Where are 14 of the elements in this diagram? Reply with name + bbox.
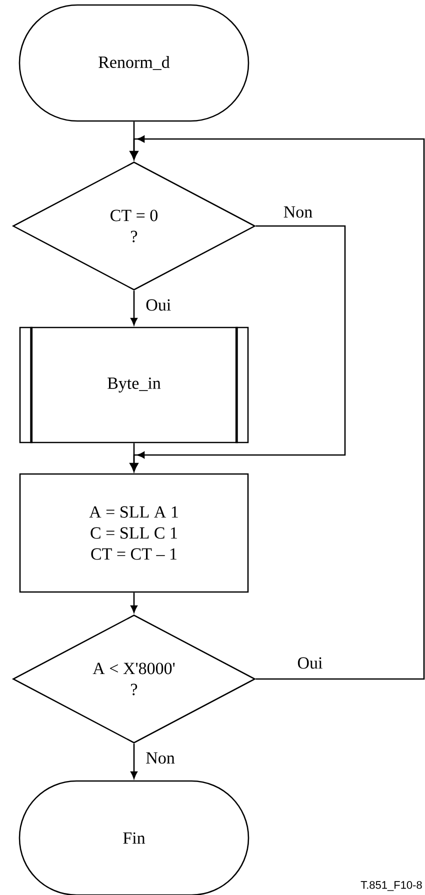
arrow (130, 592, 138, 613)
arrow (130, 744, 138, 779)
process-box: A = SLL A 1 C = SLL C 1 CT = CT – 1 (19, 473, 249, 593)
edge-label: Non (144, 751, 176, 765)
arrow (130, 136, 425, 680)
arrow (130, 290, 138, 326)
arrow (130, 443, 138, 472)
subroutine-box: Byte_in (19, 326, 249, 444)
arrow (130, 225, 346, 472)
edge-label: Oui (296, 656, 324, 670)
edge-label: Non (282, 205, 314, 219)
edge-label: Oui (144, 298, 172, 312)
arrow (130, 122, 138, 160)
figure-id: T.851_F10-8 (360, 881, 422, 891)
